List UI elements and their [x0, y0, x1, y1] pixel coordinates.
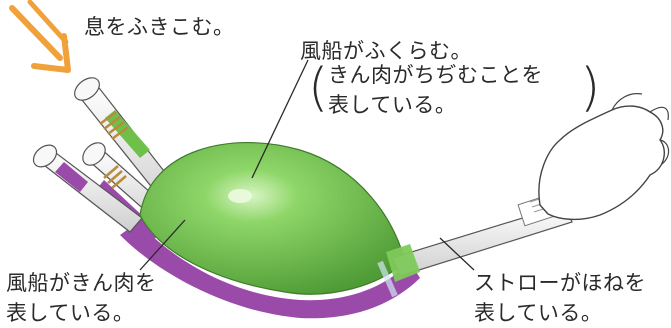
- leader-lines: [139, 59, 475, 271]
- left-paren-icon: (: [308, 58, 329, 118]
- breath-label: 息をふきこむ。: [84, 15, 235, 39]
- paren-note-line1: きん肉がちぢむことを: [328, 63, 543, 87]
- balloon-left-line1: 風船がきん肉を: [6, 271, 157, 295]
- balloon-left-label: 風船がきん肉を 表している。: [6, 268, 157, 328]
- paren-note-text: きん肉がちぢむことを 表している。: [328, 60, 543, 120]
- paren-note: ( きん肉がちぢむことを 表している。 ): [308, 58, 608, 128]
- orange-arrow-icon: [9, 0, 71, 73]
- balloon-left-line2: 表している。: [6, 301, 135, 325]
- balloon-top-label: 風船がふくらむ。: [300, 39, 472, 63]
- straw-label: ストローがほねを 表している。: [474, 268, 646, 328]
- glove-icon: [538, 93, 670, 221]
- straw-line1: ストローがほねを: [474, 271, 646, 295]
- straw-line2: 表している。: [474, 301, 603, 325]
- paren-note-line2: 表している。: [328, 93, 457, 117]
- right-paren-icon: ): [580, 58, 601, 118]
